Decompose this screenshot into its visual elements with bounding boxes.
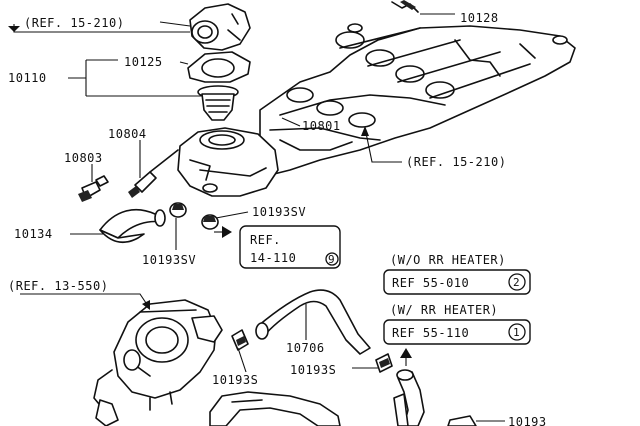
label-part-10193sv-left: 10193SV: [142, 253, 196, 267]
ref-circle-2: [508, 273, 526, 291]
label-w-rr-heater: (W/ RR HEATER): [390, 303, 498, 317]
label-part-10803: 10803: [64, 151, 103, 165]
clamp-part-10193sv-a: [169, 202, 187, 218]
thermostat-housing-part: [189, 3, 251, 51]
ref-circle-1: [508, 323, 526, 341]
leader-lines: [8, 13, 455, 373]
water-outlet-part: [177, 127, 279, 197]
clamp-part-10193s-b: [375, 353, 393, 373]
hose-part-lower-right: [393, 369, 425, 426]
ref-55-010-text: REF 55-010: [392, 276, 469, 290]
label-ref-15-210-right: (REF. 15-210): [406, 155, 506, 169]
throttle-body-part: [93, 299, 223, 426]
label-part-10706: 10706: [286, 341, 325, 355]
label-ref-13-550: (REF. 13-550): [8, 279, 108, 293]
ref-14-110-circle-num: 9: [328, 253, 335, 266]
label-wo-rr-heater: (W/O RR HEATER): [390, 253, 506, 267]
ref-box-55-110: [383, 319, 531, 345]
label-ref-15-210-top: (REF. 15-210): [24, 16, 124, 30]
ref-55-110-text: REF 55-110: [392, 326, 469, 340]
thermostat-part: [197, 85, 239, 121]
label-part-10193sv-right: 10193SV: [252, 205, 306, 219]
gasket-part-10125: [187, 51, 251, 83]
ref-box-55-010: [383, 269, 531, 295]
ref-circle-9: [325, 252, 339, 266]
label-part-10804: 10804: [108, 127, 147, 141]
label-part-10193s-right: 10193S: [290, 363, 336, 377]
label-part-bottom-right: 10193: [508, 415, 547, 426]
label-part-10134: 10134: [14, 227, 53, 241]
label-part-10801: 10801: [302, 119, 341, 133]
clamp-part-10193sv-b: [201, 214, 219, 230]
hose-part-10134: [99, 208, 166, 244]
label-part-10125: 10125: [124, 55, 163, 69]
hose-part-10706: [255, 289, 371, 355]
ref-55-010-circle-num: 2: [513, 276, 520, 289]
label-part-10128: 10128: [460, 11, 499, 25]
sensor-part-10804: [128, 149, 179, 198]
ref-box-14-110: [239, 225, 341, 269]
sensor-part-10803: [78, 175, 109, 202]
ref-14-110-line1: REF.: [250, 233, 281, 247]
ref-14-110-line2: 14-110: [250, 251, 296, 265]
label-part-10193s-left: 10193S: [212, 373, 258, 387]
ref-55-110-circle-num: 1: [513, 326, 520, 339]
pipe-part-bottom-center: [209, 391, 341, 426]
intake-manifold-part: [259, 23, 576, 176]
clip-part-10128: [391, 0, 419, 13]
clamp-part-10193s-a: [231, 329, 249, 351]
fitting-part-bottom-right: [447, 415, 505, 426]
label-part-10110: 10110: [8, 71, 47, 85]
